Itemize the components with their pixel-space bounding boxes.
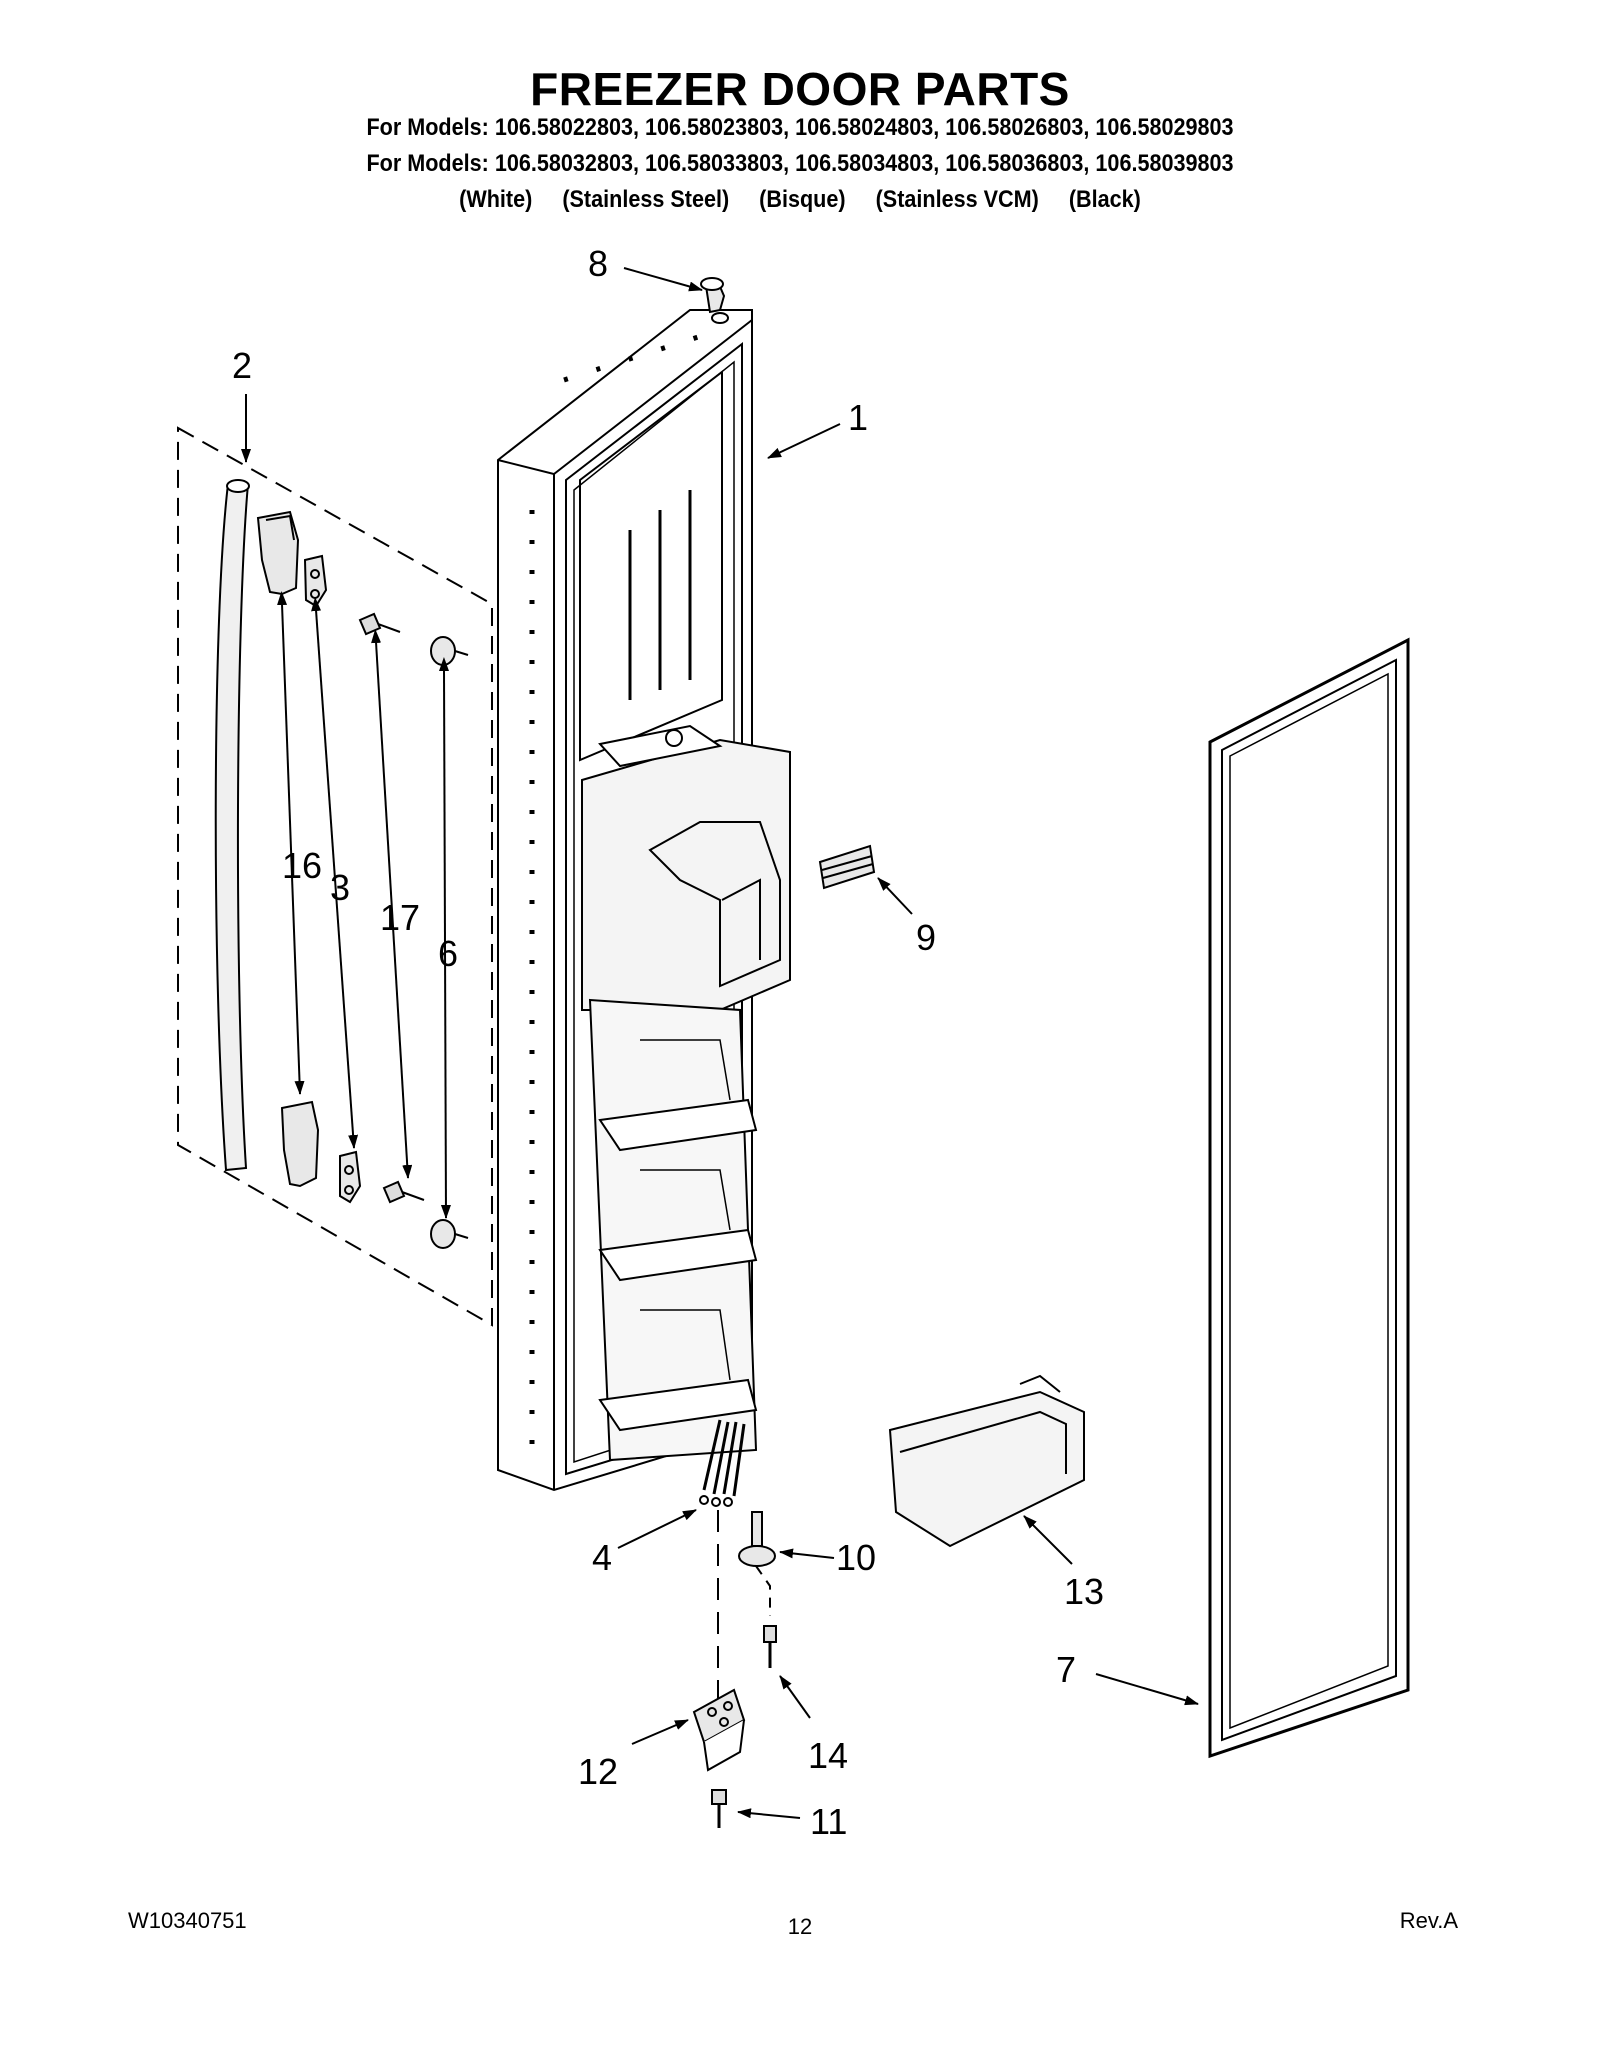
handle-assembly-outline [177,426,493,1327]
document-number: W10340751 [128,1908,247,1933]
leader-9 [877,877,913,915]
callout-10: 10 [836,1537,876,1578]
dispenser-trim-strip [818,844,876,890]
leader-1 [767,423,841,459]
door-plug [700,277,726,314]
leader-8 [623,267,703,292]
callout-12: 12 [578,1751,618,1792]
colors-line: (White) (Stainless Steel) (Bisque) (Stai… [459,186,1141,213]
callout-1: 1 [848,397,868,438]
leader-12 [631,1719,689,1745]
callout-8: 8 [588,243,608,284]
leader-16 [277,591,305,1095]
callout-14: 14 [808,1735,848,1776]
mounting-bracket-bottom [339,1150,362,1204]
page-title: FREEZER DOOR PARTS [530,63,1070,115]
washer-top [430,636,469,666]
callout-2: 2 [232,345,252,386]
leader-17 [371,629,413,1179]
hinge-screw [763,1625,777,1668]
page-number: 12 [787,1914,813,1939]
models-line-2: For Models: 106.58032803, 106.58033803, … [366,150,1234,177]
leader-11 [737,1808,801,1819]
callout-4: 4 [592,1537,612,1578]
handle-screw-bottom [382,1180,425,1204]
revision-label: Rev.A [1399,1908,1458,1933]
leader-3 [311,597,359,1149]
leader-6 [439,657,451,1219]
door-shelves [588,998,758,1462]
wire-harness [699,1419,746,1507]
models-line-1: For Models: 106.58022803, 106.58023803, … [366,114,1234,141]
callout-7: 7 [1056,1649,1076,1690]
leader-10 [779,1548,835,1559]
leader-4 [617,1509,697,1549]
callout-3: 3 [330,867,350,908]
hinge-pin [738,1511,776,1567]
callout-16: 16 [282,845,322,886]
handle-end-cap-top [256,510,300,596]
callout-11: 11 [810,1801,847,1842]
washer-bottom [430,1219,469,1249]
door-handle [214,479,250,1172]
door-bin [888,1374,1085,1548]
hinge-screw-lower [711,1789,727,1828]
callout-6: 6 [438,933,458,974]
door-gasket [1208,637,1410,1759]
leader-7 [1095,1673,1199,1706]
bottom-hinge [692,1688,746,1772]
mounting-bracket-top [303,554,328,608]
callout-9: 9 [916,917,936,958]
handle-end-cap-bottom [280,1100,320,1188]
dispenser-housing [581,724,791,1011]
callout-13: 13 [1064,1571,1104,1612]
leader-14 [779,1675,811,1719]
leader-13 [1023,1515,1073,1565]
handle-screw-top [358,612,401,636]
callout-17: 17 [380,897,420,938]
